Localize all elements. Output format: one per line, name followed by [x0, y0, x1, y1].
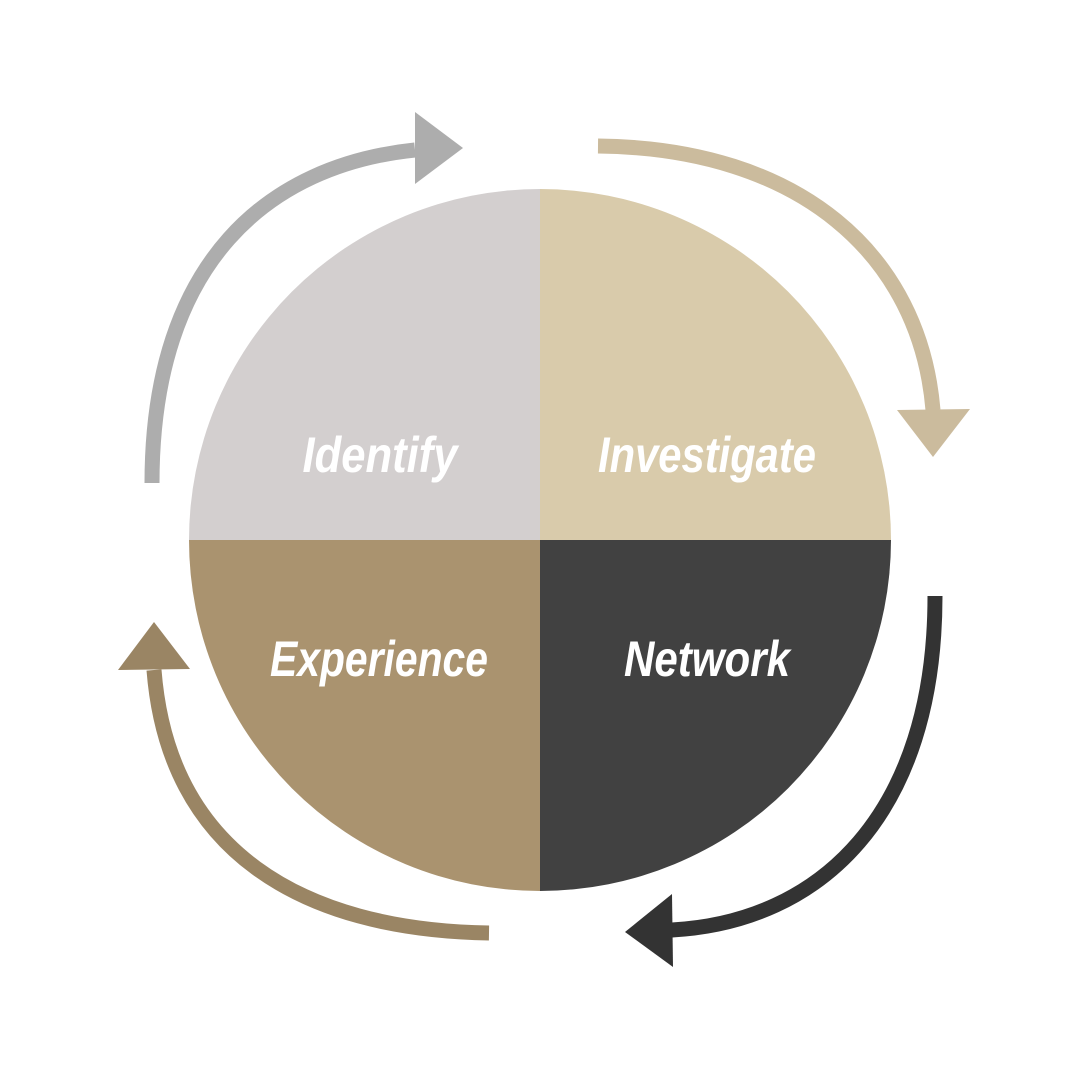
label-network: Network: [624, 631, 792, 687]
arrow-network-to-experience: [625, 595, 943, 967]
arrowhead-icon: [625, 894, 673, 967]
arrow-identify-to-investigate: [144, 112, 463, 484]
arrowhead-icon: [415, 112, 463, 184]
arrowhead-icon: [897, 409, 970, 457]
label-identify: Identify: [303, 427, 460, 483]
arrow-investigate-to-network: [597, 138, 970, 457]
quadrant-identify: [189, 189, 540, 540]
quadrant-investigate: [540, 189, 891, 540]
label-investigate: Investigate: [598, 427, 816, 483]
arrow-experience-to-identify: [118, 622, 490, 941]
label-experience: Experience: [270, 631, 488, 687]
quadrant-experience: [189, 540, 540, 891]
arrowhead-icon: [118, 622, 190, 670]
quadrant-network: [540, 540, 891, 891]
